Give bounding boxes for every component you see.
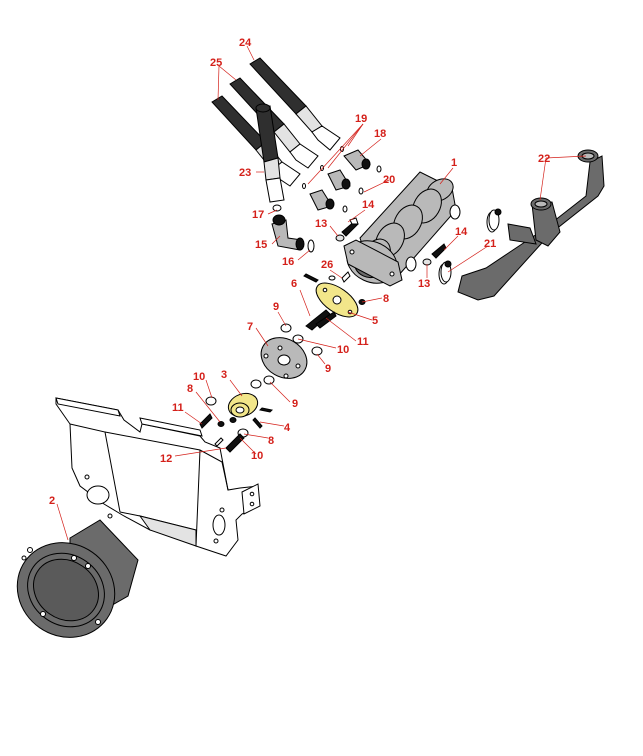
fitting-18 <box>343 149 382 173</box>
callout-labels: 1 2 3 4 5 6 7 8 8 8 9 9 9 10 10 10 11 11… <box>49 37 550 507</box>
nut-13a <box>335 234 345 242</box>
fitting-19 <box>309 189 348 213</box>
screw-6 <box>303 273 319 283</box>
bolts-4-8-11 <box>199 407 274 447</box>
callout-2: 2 <box>49 495 55 507</box>
callout-25: 25 <box>210 57 222 69</box>
callout-13b: 13 <box>418 278 430 290</box>
gasket-5 <box>315 282 359 318</box>
callout-17: 17 <box>252 209 264 221</box>
coupler-3 <box>227 392 259 418</box>
washers-10-9 <box>205 375 275 438</box>
callout-23: 23 <box>239 167 251 179</box>
bolt-12 <box>225 433 245 453</box>
callout-8b: 8 <box>187 383 193 395</box>
callout-14a: 14 <box>362 199 375 211</box>
callout-3: 3 <box>221 369 227 381</box>
bolt-11a <box>305 309 337 331</box>
callout-20: 20 <box>383 174 395 186</box>
callout-7: 7 <box>247 321 253 333</box>
callout-8c: 8 <box>268 435 274 447</box>
callout-9c: 9 <box>292 398 298 410</box>
hydraulic-hose-24 <box>249 57 341 151</box>
callout-11a: 11 <box>357 336 369 348</box>
hydraulic-pump <box>343 171 461 287</box>
callout-15: 15 <box>255 239 267 251</box>
spacer-plate-7 <box>260 337 308 379</box>
callout-10c: 10 <box>251 450 263 462</box>
callout-16: 16 <box>282 256 294 268</box>
callout-11b: 11 <box>172 402 184 414</box>
fitting-20 <box>327 169 364 195</box>
callout-24: 24 <box>239 37 252 49</box>
callout-1: 1 <box>451 157 457 169</box>
callout-9a: 9 <box>273 301 279 313</box>
hydraulic-hose-23 <box>255 103 285 203</box>
suction-tube <box>457 149 605 301</box>
bolt-14b <box>431 243 447 259</box>
callout-14b: 14 <box>455 226 468 238</box>
elbow-fitting-15 <box>271 214 305 251</box>
callout-12: 12 <box>160 453 172 465</box>
callout-21: 21 <box>484 238 496 250</box>
callout-22: 22 <box>538 153 550 165</box>
callout-18: 18 <box>374 128 386 140</box>
callout-9b: 9 <box>325 363 331 375</box>
callout-13a: 13 <box>315 218 327 230</box>
callout-5: 5 <box>372 315 378 327</box>
hose-clamp-22 <box>486 208 502 233</box>
hose-clamp-21 <box>438 260 452 285</box>
callout-4: 4 <box>284 422 291 434</box>
washer-9a <box>280 323 323 356</box>
callout-26: 26 <box>321 259 333 271</box>
fitting-17 <box>272 204 282 212</box>
flange-housing <box>16 519 139 638</box>
callout-10a: 10 <box>337 344 349 356</box>
callout-8a: 8 <box>383 293 389 305</box>
callout-10b: 10 <box>193 371 205 383</box>
plug-26 <box>328 271 351 283</box>
mounting-bracket <box>55 397 261 557</box>
o-ring-16 <box>307 239 315 253</box>
callout-19: 19 <box>355 113 367 125</box>
leader-lines <box>56 45 587 541</box>
callout-6: 6 <box>291 278 297 290</box>
